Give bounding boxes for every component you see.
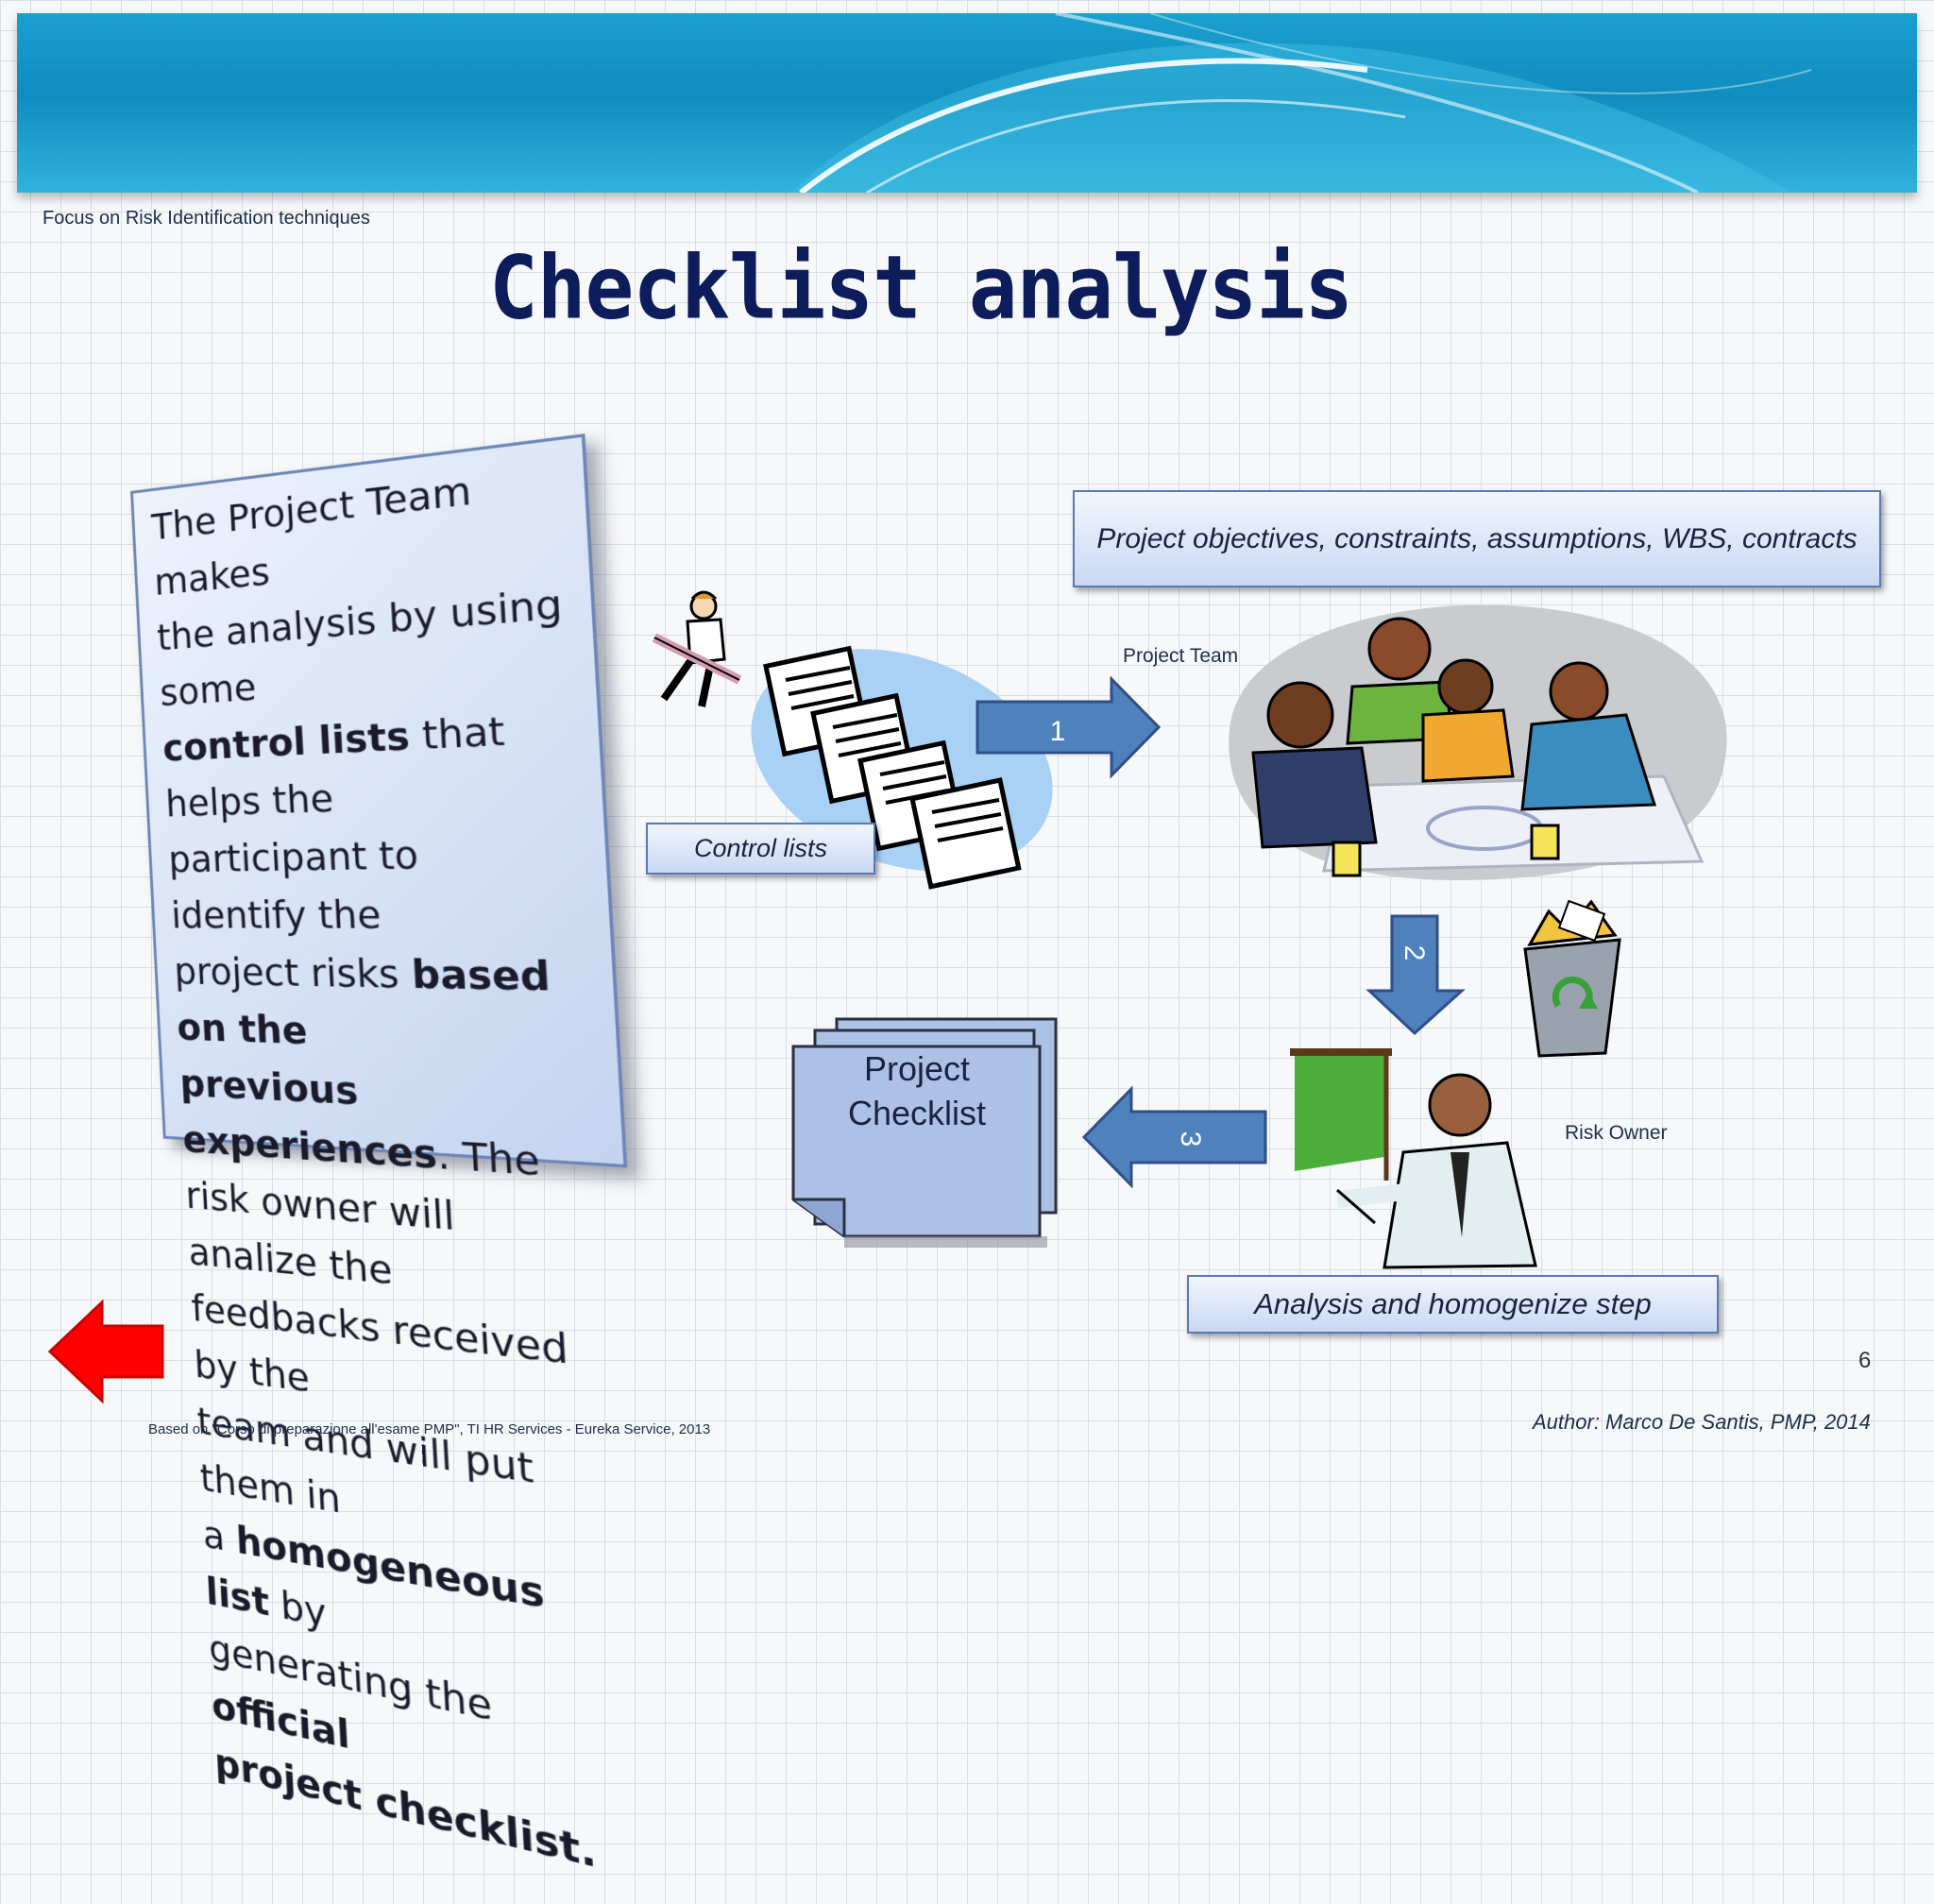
project-checklist-documents-icon	[791, 1017, 1058, 1248]
banner-swoosh-graphic	[791, 13, 1812, 193]
step-3-label: 3	[1175, 1131, 1206, 1148]
writer-clipart-icon	[652, 590, 742, 707]
description-card: The Project Team makes the analysis by u…	[130, 434, 628, 1878]
step-3-arrow: 3	[1081, 1086, 1267, 1188]
recycle-bin-icon	[1523, 899, 1621, 1058]
note-line: participant to identify the	[167, 833, 420, 938]
analysis-step-box: Analysis and homogenize step	[1187, 1275, 1719, 1334]
control-lists-text: Control lists	[693, 834, 828, 862]
note-line: project risks based on the	[173, 950, 552, 1053]
objectives-box: Project objectives, constraints, assumpt…	[1073, 490, 1881, 587]
project-checklist-line: Checklist	[847, 1094, 987, 1132]
note-line: control lists that helps the	[161, 708, 506, 825]
control-lists-label: Control lists	[646, 823, 875, 875]
source-citation: Based on "Corso di preparazione all'esam…	[148, 1421, 711, 1437]
back-arrow-button[interactable]	[47, 1300, 165, 1403]
project-checklist-line: Project	[863, 1049, 971, 1088]
author-credit: Author: Marco De Santis, PMP, 2014	[1533, 1410, 1871, 1434]
project-team-label: Project Team	[1123, 645, 1239, 667]
analysis-step-text: Analysis and homogenize step	[1254, 1287, 1652, 1320]
project-team-clipart-icon	[1229, 604, 1727, 880]
page-title: Checklist analysis	[489, 237, 1353, 339]
header-banner	[17, 13, 1917, 193]
step-1-label: 1	[1050, 716, 1066, 747]
step-2-label: 2	[1399, 945, 1430, 961]
step-2-arrow: 2	[1366, 914, 1466, 1036]
risk-owner-label: Risk Owner	[1565, 1122, 1668, 1144]
objectives-text: Project objectives, constraints, assumpt…	[1096, 523, 1858, 554]
section-label: Focus on Risk Identification techniques	[42, 208, 370, 229]
description-text: The Project Team makes the analysis by u…	[150, 450, 644, 1897]
step-1-arrow: 1	[975, 676, 1162, 778]
risk-owner-presenter-icon	[1290, 1048, 1537, 1269]
project-checklist-label: Project Checklist	[794, 1046, 1040, 1135]
page-number: 6	[1858, 1348, 1872, 1373]
